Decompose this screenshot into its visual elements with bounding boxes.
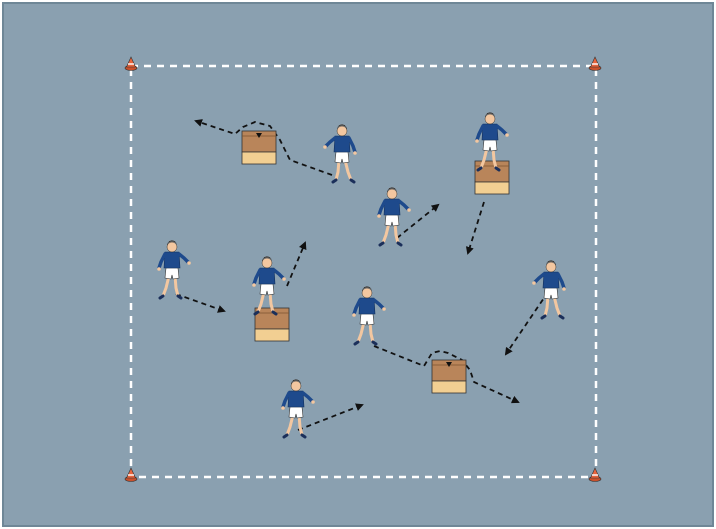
pitch-area — [3, 3, 713, 526]
plyo-box-2 — [475, 161, 509, 194]
